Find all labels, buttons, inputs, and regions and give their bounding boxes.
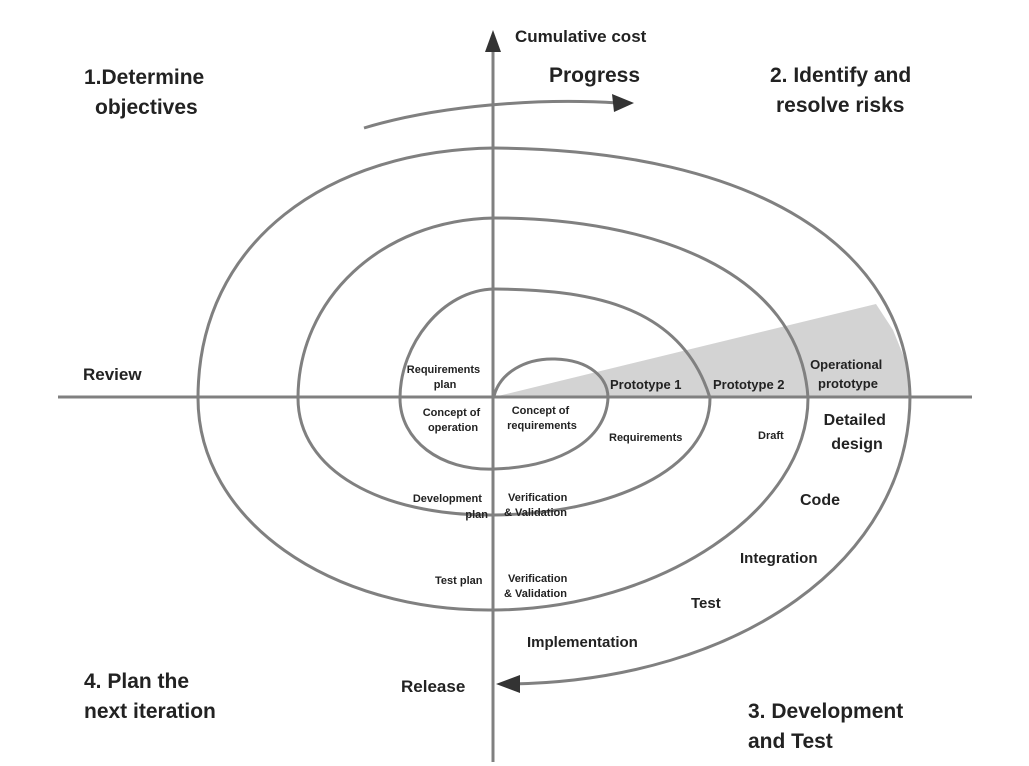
prototype-2-label: Prototype 2 — [713, 377, 785, 392]
draft-phase-label: Draft — [758, 430, 784, 442]
release-arrowhead — [496, 675, 520, 693]
progress-arrow-arc — [363, 99, 619, 130]
prototype-shaded-wedge — [498, 304, 910, 396]
progress-arrowhead — [612, 94, 634, 112]
concept-of-requirements-label: Concept of requirements — [507, 405, 577, 432]
quadrant-development-test: 3. Development and Test — [748, 700, 909, 753]
review-label: Review — [83, 365, 142, 384]
test-plan-label: Test plan — [435, 575, 483, 587]
progress-label: Progress — [549, 64, 640, 87]
requirements-phase-label: Requirements — [609, 432, 682, 444]
quadrant-identify-risks: 2. Identify and resolve risks — [770, 64, 917, 117]
concept-of-operation-label: Concept of operation — [423, 407, 484, 434]
prototype-1-label: Prototype 1 — [610, 377, 682, 392]
cumulative-cost-arrowhead — [485, 30, 501, 52]
quadrant-determine-objectives: 1.Determine objectives — [84, 66, 210, 119]
spiral-loop-1 — [398, 287, 610, 471]
code-phase-label: Code — [800, 492, 840, 509]
implementation-phase-label: Implementation — [527, 634, 638, 651]
test-phase-label: Test — [691, 595, 721, 612]
verification-validation-outer-label: Verification & Validation — [504, 573, 570, 600]
operational-prototype-label: Operational prototype — [810, 357, 886, 391]
requirements-plan-label: Requirements plan — [407, 364, 483, 391]
detailed-design-label: Detailed design — [824, 412, 891, 453]
release-label: Release — [401, 677, 465, 696]
integration-phase-label: Integration — [740, 550, 818, 567]
verification-validation-inner-label: Verification & Validation — [504, 492, 570, 519]
quadrant-plan-next-iteration: 4. Plan the next iteration — [84, 670, 216, 723]
development-plan-label: Development plan — [413, 493, 488, 521]
cumulative-cost-label: Cumulative cost — [515, 27, 647, 46]
